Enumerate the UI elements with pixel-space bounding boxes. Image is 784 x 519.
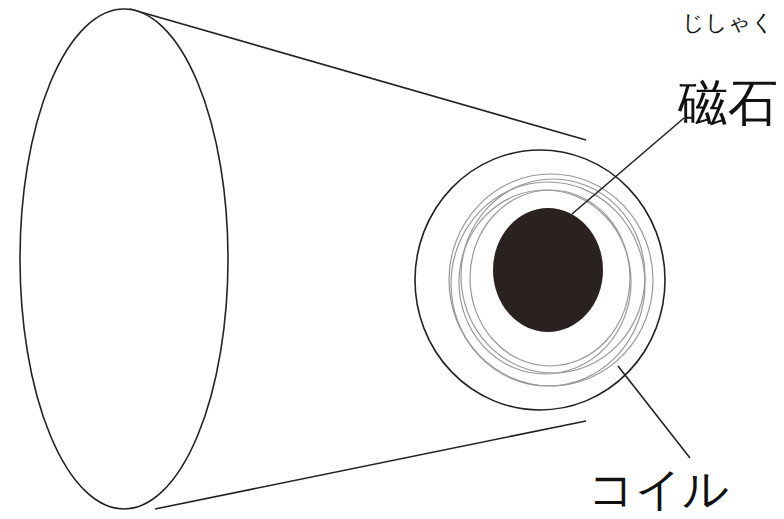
cone-rim — [20, 9, 228, 509]
coil-winding — [459, 190, 631, 374]
part-name: コイル — [588, 466, 729, 512]
magnet — [493, 208, 603, 332]
ruby-reading: じしゃく — [682, 12, 774, 34]
coil-winding — [449, 174, 653, 386]
back-housing — [415, 150, 665, 410]
part-name: 磁石 — [678, 78, 778, 128]
magnet-leader — [572, 118, 684, 214]
coil-leader — [618, 366, 690, 458]
coil-winding — [461, 179, 645, 373]
coil-windings — [449, 174, 653, 386]
